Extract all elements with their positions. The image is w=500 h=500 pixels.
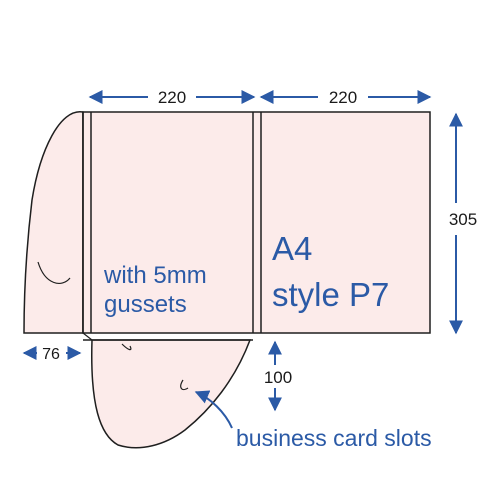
card-slot-1 [121, 343, 132, 351]
pocket-side-line [82, 332, 93, 341]
dim-label-100: 100 [264, 368, 292, 387]
left-flap [23, 111, 84, 334]
size-label: A4 [272, 230, 312, 267]
dim-label-220-right: 220 [329, 88, 357, 107]
folder-body [82, 111, 431, 334]
gusset-label-line2: gussets [104, 291, 187, 318]
slots-label: business card slots [236, 425, 432, 451]
slot-pointer-arrow [194, 390, 233, 429]
style-label: style P7 [272, 276, 389, 313]
gusset-label-line1: with 5mm [103, 262, 207, 289]
dim-label-76: 76 [42, 346, 60, 363]
pocket-flap [90, 339, 252, 449]
dim-label-305: 305 [449, 210, 477, 229]
flap-slit [37, 261, 71, 284]
dim-label-220-left: 220 [158, 88, 186, 107]
card-slot-2 [180, 379, 189, 391]
